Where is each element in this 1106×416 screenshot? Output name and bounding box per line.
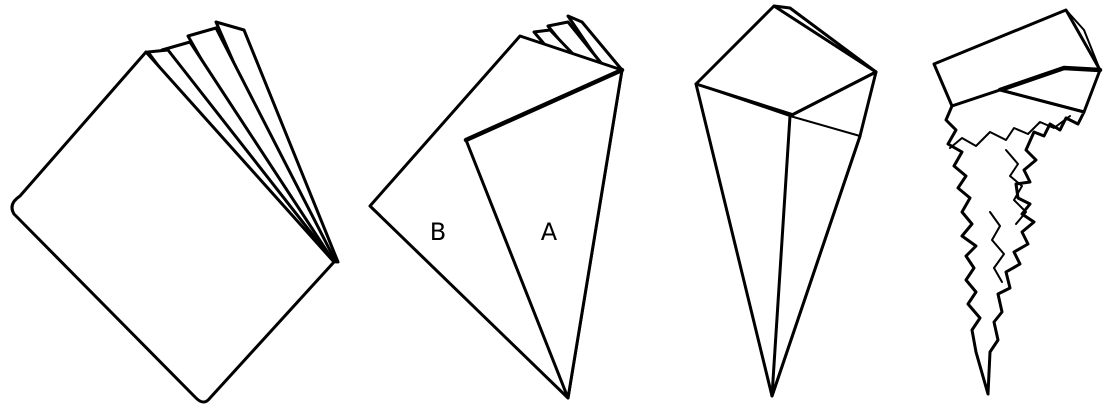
step-3-cone	[696, 6, 876, 396]
label-b: B	[430, 218, 446, 246]
label-a: A	[541, 218, 558, 246]
step-2-kite: B A	[370, 16, 622, 398]
step-1-front-square	[12, 52, 334, 402]
step-4-cut-cone	[934, 10, 1100, 394]
step-1-folded-square	[12, 22, 338, 402]
step-4-cut-body	[946, 90, 1084, 394]
